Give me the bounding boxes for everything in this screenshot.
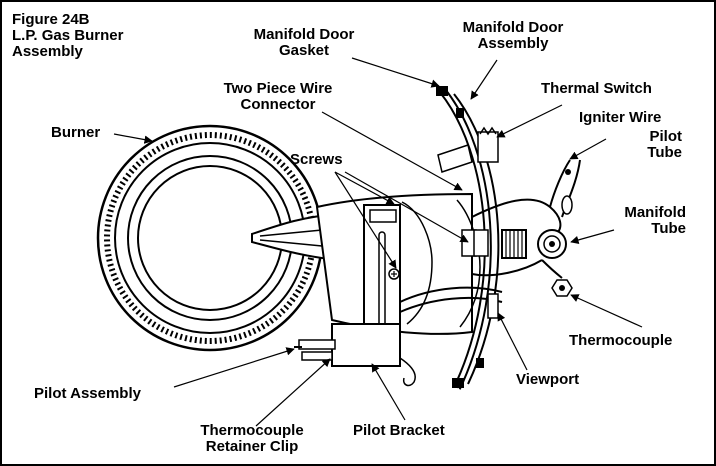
leader-lines bbox=[113, 57, 643, 427]
label-screws: Screws bbox=[290, 151, 343, 168]
manifold-fitting-shape bbox=[501, 229, 567, 259]
viewport-shape bbox=[487, 293, 499, 319]
label-thermal-switch: Thermal Switch bbox=[541, 80, 652, 97]
pilot-assembly-shape bbox=[294, 339, 336, 361]
burner-shape bbox=[96, 124, 338, 352]
manifold-door-shape bbox=[436, 86, 500, 390]
label-pilot-tube: Pilot Tube bbox=[647, 128, 682, 161]
pilot-tube-shape bbox=[471, 159, 581, 233]
label-two-piece-wire-connector: Two Piece Wire Connector bbox=[223, 80, 333, 113]
label-manifold-door-assembly: Manifold Door Assembly bbox=[462, 19, 564, 52]
wire-connector-shape bbox=[461, 229, 489, 257]
thermal-switch-shape bbox=[477, 126, 499, 163]
label-pilot-bracket: Pilot Bracket bbox=[353, 422, 445, 439]
label-pilot-assembly: Pilot Assembly bbox=[34, 385, 141, 402]
label-burner: Burner bbox=[51, 124, 101, 141]
label-manifold-door-gasket: Manifold Door Gasket bbox=[253, 26, 355, 59]
thermocouple-shape bbox=[399, 259, 573, 387]
label-thermocouple: Thermocouple bbox=[569, 332, 673, 349]
label-igniter-wire: Igniter Wire bbox=[579, 109, 662, 126]
pilot-bracket-shape bbox=[331, 204, 401, 367]
label-viewport: Viewport bbox=[516, 371, 580, 388]
figure-title: Figure 24B L.P. Gas Burner Assembly bbox=[12, 11, 124, 60]
label-manifold-tube: Manifold Tube bbox=[624, 204, 686, 237]
label-thermocouple-retainer-clip: Thermocouple Retainer Clip bbox=[200, 422, 304, 455]
